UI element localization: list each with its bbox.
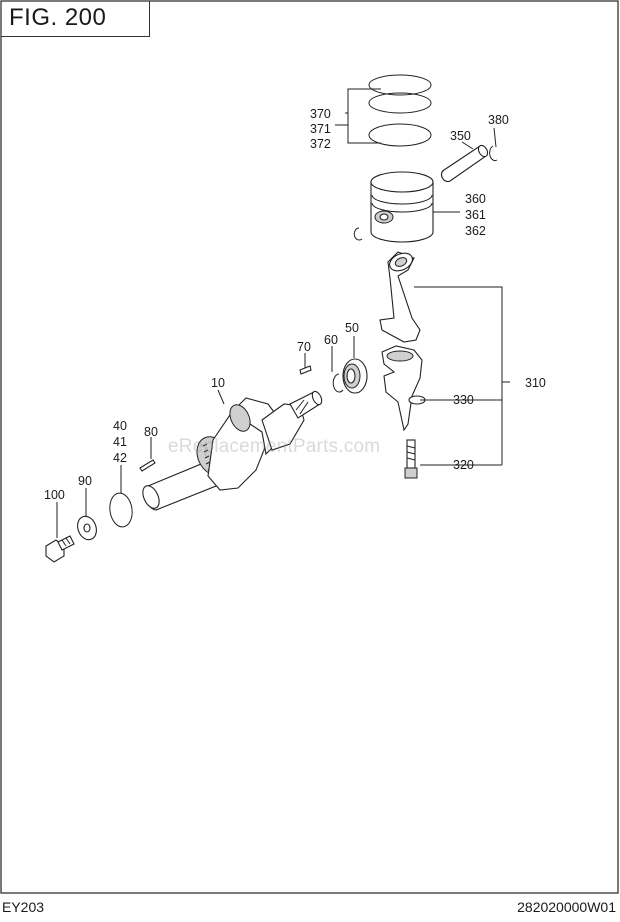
label-360: 360 [465, 192, 486, 206]
label-50: 50 [345, 321, 359, 335]
label-80: 80 [144, 425, 158, 439]
piston-pin-350[interactable] [440, 144, 490, 183]
piston-ring-oil [368, 123, 432, 147]
label-372: 372 [310, 137, 331, 151]
label-320: 320 [453, 458, 474, 472]
ring-bracket [335, 88, 381, 144]
bolt-100[interactable] [45, 535, 75, 563]
piston-360[interactable] [370, 171, 434, 243]
label-60: 60 [324, 333, 338, 347]
label-310: 310 [525, 376, 546, 390]
oil-seal-40[interactable] [108, 492, 135, 529]
label-330: 330 [453, 393, 474, 407]
connecting-rod-cap[interactable] [381, 345, 423, 432]
crankshaft[interactable] [140, 390, 324, 511]
piston-rings[interactable] [368, 74, 432, 147]
diagram-border [0, 0, 619, 894]
connecting-rod-bolt[interactable] [404, 439, 418, 479]
piston-ring-second [368, 92, 432, 114]
label-361: 361 [465, 208, 486, 222]
label-90: 90 [78, 474, 92, 488]
label-40: 40 [113, 419, 127, 433]
spacer-60[interactable] [332, 373, 344, 393]
label-70: 70 [297, 340, 311, 354]
bearing-50[interactable] [342, 358, 368, 394]
drawing-code: 282020000W01 [517, 899, 616, 915]
key-70[interactable] [299, 365, 312, 375]
label-10: 10 [211, 376, 225, 390]
washer-90[interactable] [74, 514, 99, 543]
piston-ring-top [368, 74, 432, 96]
piston-pin-clip-380[interactable] [489, 145, 498, 162]
model-number: EY203 [2, 899, 45, 915]
label-370: 370 [310, 107, 331, 121]
connecting-rod[interactable] [379, 250, 421, 343]
label-41: 41 [113, 435, 127, 449]
label-371: 371 [310, 122, 331, 136]
label-362: 362 [465, 224, 486, 238]
label-380: 380 [488, 113, 509, 127]
label-350: 350 [450, 129, 471, 143]
watermark: eReplacementParts.com [168, 436, 381, 457]
label-42: 42 [113, 451, 127, 465]
piston-clip-small[interactable] [353, 227, 363, 241]
label-100: 100 [44, 488, 65, 502]
pin-80[interactable] [139, 459, 156, 472]
figure-title: FIG. 200 [1, 1, 150, 37]
